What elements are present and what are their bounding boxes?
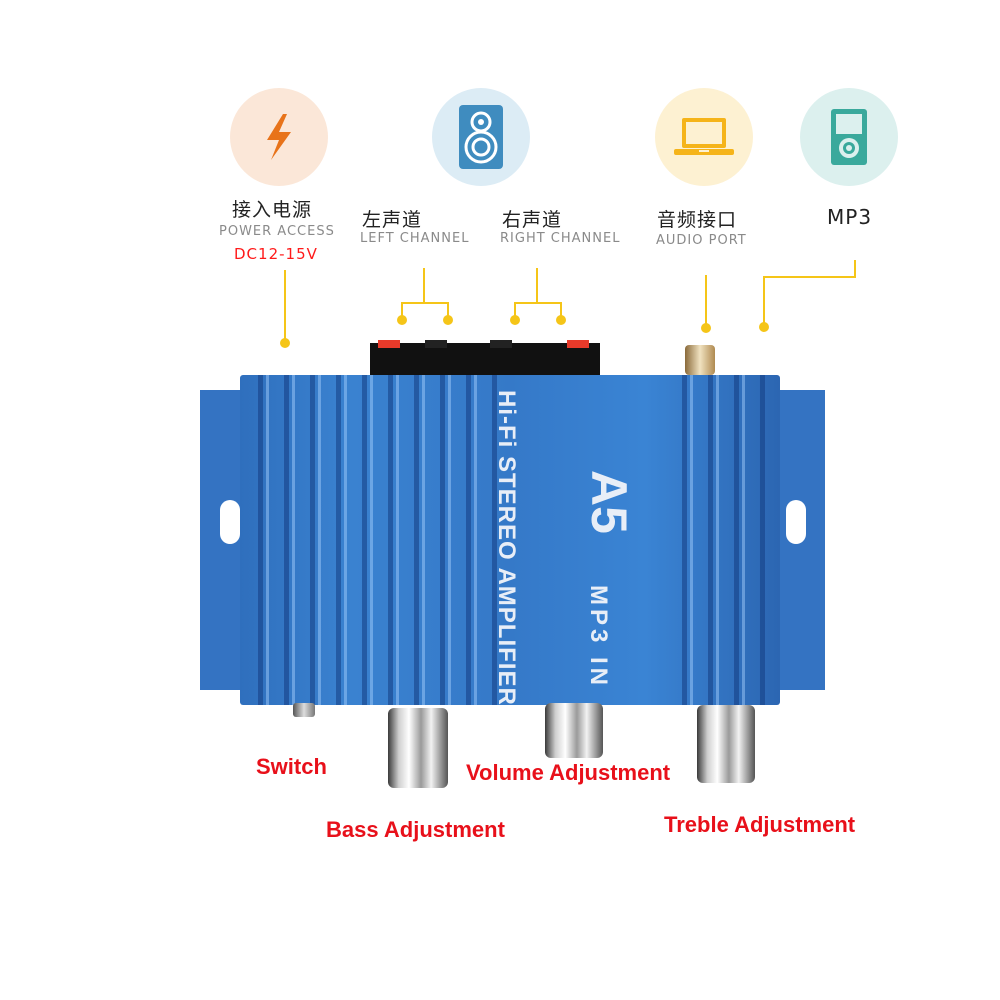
fin bbox=[708, 375, 713, 705]
mp3-connector-horiz bbox=[763, 276, 856, 278]
fin-highlight bbox=[474, 375, 477, 705]
model-name: A5 bbox=[581, 470, 637, 534]
fin-highlight bbox=[448, 375, 451, 705]
speaker-icon-circle bbox=[432, 88, 530, 186]
fin bbox=[734, 375, 739, 705]
amplifier-body: Hi-Fi STEREO AMPLIFIER A5 MP3 IN bbox=[240, 375, 780, 705]
fin-highlight bbox=[318, 375, 321, 705]
switch-label: Switch bbox=[256, 754, 327, 779]
mp3-in-text: MP3 IN bbox=[585, 585, 612, 690]
mounting-slot-left bbox=[220, 500, 240, 544]
left-connector-dot-b bbox=[443, 315, 453, 325]
speaker-icon bbox=[459, 105, 503, 169]
terminal-left-red bbox=[378, 340, 400, 348]
fin-highlight bbox=[370, 375, 373, 705]
fin bbox=[362, 375, 367, 705]
treble-adjustment-label: Treble Adjustment bbox=[664, 812, 856, 837]
mounting-slot-right bbox=[786, 500, 806, 544]
mp3-connector-vert-top bbox=[854, 260, 856, 278]
fin bbox=[310, 375, 315, 705]
laptop-icon-circle bbox=[655, 88, 753, 186]
fin-highlight bbox=[690, 375, 693, 705]
audio-port-label-cn: 音频接口 bbox=[657, 209, 738, 231]
left-connector-drop-b bbox=[447, 302, 449, 318]
bass-knob[interactable] bbox=[388, 708, 448, 788]
power-connector-dot bbox=[280, 338, 290, 348]
mounting-flange-right bbox=[780, 390, 825, 690]
fin-highlight bbox=[422, 375, 425, 705]
power-label-cn: 接入电源 bbox=[232, 199, 313, 221]
mp3-connector-dot bbox=[759, 322, 769, 332]
audio-port-label-en: AUDIO PORT bbox=[656, 233, 747, 248]
volume-knob[interactable] bbox=[545, 703, 603, 758]
power-switch[interactable] bbox=[293, 703, 315, 717]
left-connector-drop-a bbox=[401, 302, 403, 318]
fin-highlight bbox=[742, 375, 745, 705]
left-connector-bar bbox=[401, 302, 449, 304]
right-connector-stem bbox=[536, 268, 538, 304]
fin-highlight bbox=[396, 375, 399, 705]
mp3-icon-circle bbox=[800, 88, 898, 186]
fin-highlight bbox=[716, 375, 719, 705]
mp3-connector-vert bbox=[763, 276, 765, 326]
volume-adjustment-label: Volume Adjustment bbox=[466, 760, 671, 785]
fin bbox=[760, 375, 765, 705]
fin-highlight bbox=[344, 375, 347, 705]
right-connector-dot-b bbox=[556, 315, 566, 325]
right-connector-drop-a bbox=[514, 302, 516, 318]
fin bbox=[414, 375, 419, 705]
fin bbox=[440, 375, 445, 705]
terminal-right-black bbox=[490, 340, 512, 348]
audio-connector-line bbox=[705, 275, 707, 327]
audio-connector-dot bbox=[701, 323, 711, 333]
power-connector-line bbox=[284, 270, 286, 340]
power-label-en: POWER ACCESS bbox=[219, 224, 335, 239]
mounting-flange-left bbox=[200, 390, 245, 690]
bass-adjustment-label: Bass Adjustment bbox=[326, 817, 505, 842]
fin-highlight bbox=[266, 375, 269, 705]
power-icon-circle bbox=[230, 88, 328, 186]
fin bbox=[682, 375, 687, 705]
right-connector-bar bbox=[514, 302, 562, 304]
left-channel-label-cn: 左声道 bbox=[362, 209, 423, 231]
fin-highlight bbox=[292, 375, 295, 705]
fin bbox=[388, 375, 393, 705]
terminal-right-red bbox=[567, 340, 589, 348]
fin bbox=[492, 375, 497, 705]
product-line-text: Hi-Fi STEREO AMPLIFIER bbox=[493, 390, 520, 705]
right-connector-drop-b bbox=[560, 302, 562, 318]
terminal-left-black bbox=[425, 340, 447, 348]
fin bbox=[336, 375, 341, 705]
fin bbox=[284, 375, 289, 705]
rca-jack bbox=[685, 345, 715, 375]
left-connector-stem bbox=[423, 268, 425, 304]
laptop-icon bbox=[674, 118, 734, 155]
right-channel-label-en: RIGHT CHANNEL bbox=[500, 231, 621, 246]
power-voltage: DC12-15V bbox=[234, 245, 318, 263]
treble-knob[interactable] bbox=[697, 705, 755, 783]
right-channel-label-cn: 右声道 bbox=[502, 209, 563, 231]
fin bbox=[466, 375, 471, 705]
left-channel-label-en: LEFT CHANNEL bbox=[360, 231, 470, 246]
lightning-bolt-icon bbox=[267, 114, 291, 160]
left-connector-dot-a bbox=[397, 315, 407, 325]
right-connector-dot-a bbox=[510, 315, 520, 325]
mp3-player-icon bbox=[831, 109, 867, 165]
speaker-terminal-block bbox=[370, 343, 600, 375]
fin bbox=[258, 375, 263, 705]
mp3-label: MP3 bbox=[827, 205, 873, 229]
